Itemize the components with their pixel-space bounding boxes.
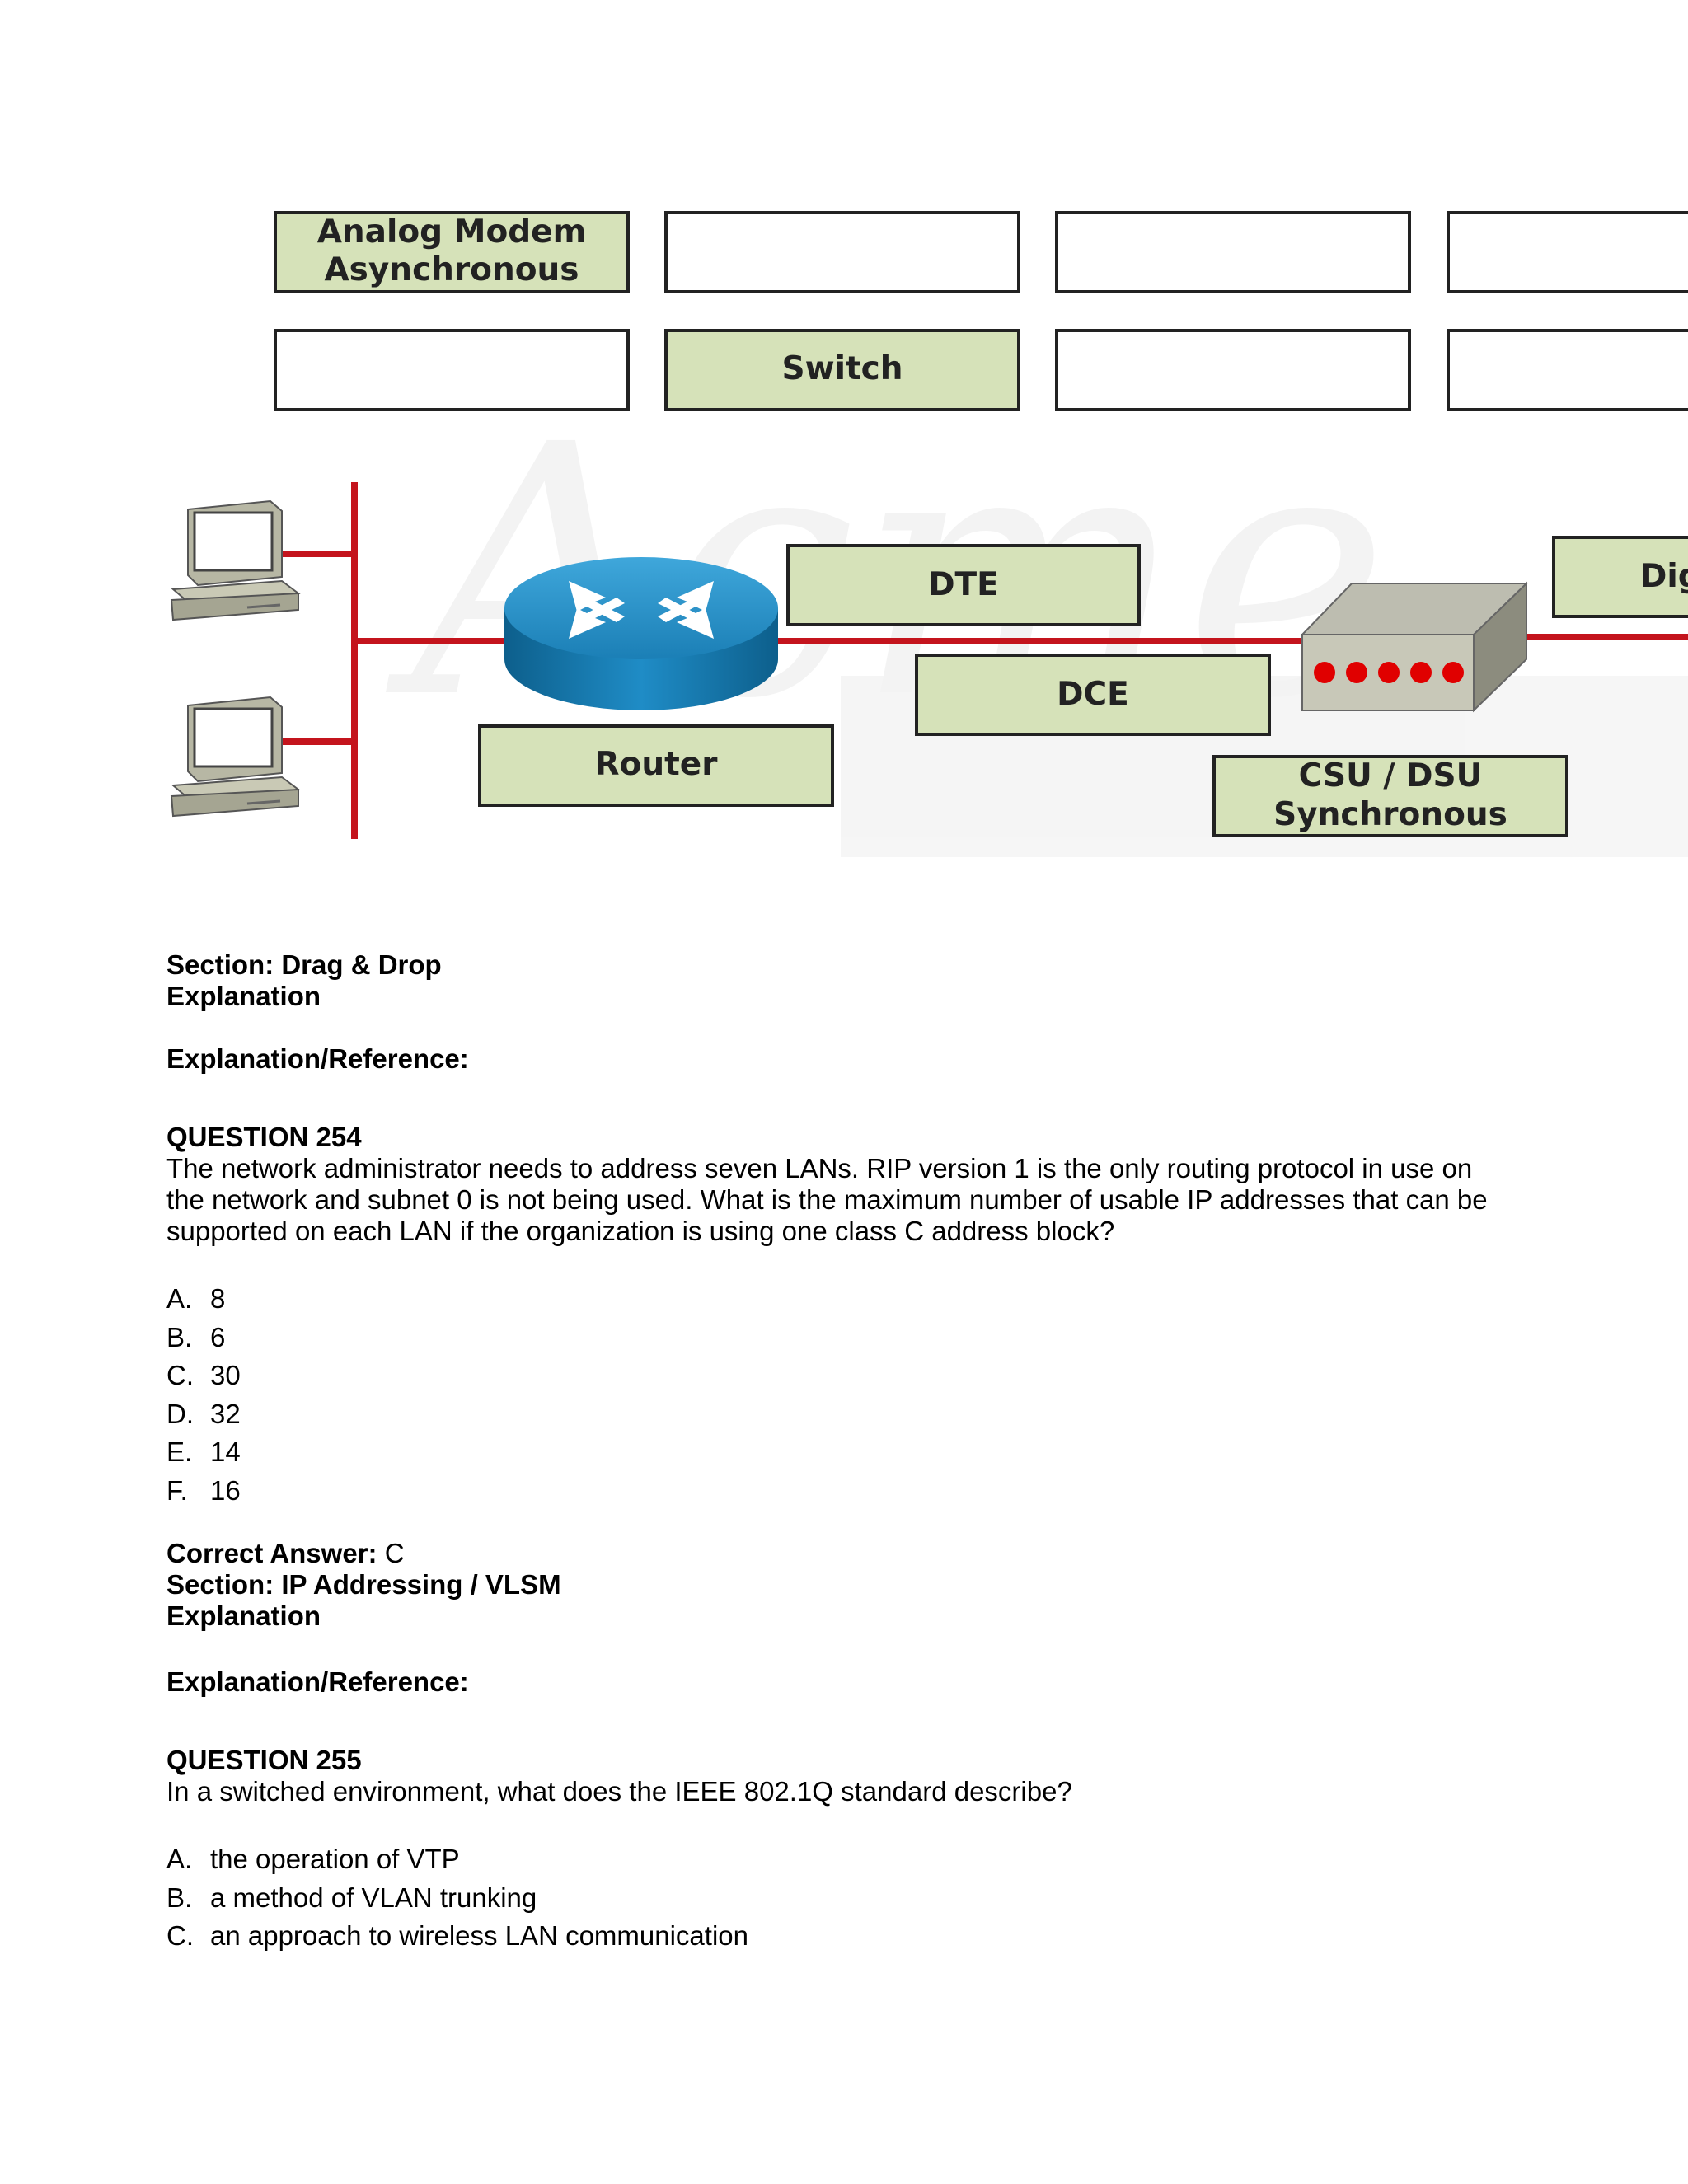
label-dce: DCE: [1057, 676, 1129, 713]
label-digital-partial: Dig: [1640, 558, 1688, 595]
drop-box-empty-2[interactable]: [1055, 211, 1411, 293]
label-box-dte[interactable]: DTE: [786, 544, 1141, 626]
answer-option[interactable]: F.16: [166, 1474, 241, 1506]
computer-icon: [170, 696, 301, 818]
answer-option[interactable]: C.30: [166, 1360, 241, 1390]
section-heading: Section: Drag & Drop: [166, 949, 442, 980]
drag-target-row-2: Switch: [274, 329, 1688, 411]
question-255: QUESTION 255 In a switched environment, …: [166, 1745, 1568, 1956]
reference-heading: Explanation/Reference:: [166, 1666, 469, 1697]
question-254: QUESTION 254 The network administrator n…: [166, 1122, 1568, 1698]
section-heading: Section: IP Addressing / VLSM: [166, 1569, 561, 1600]
drop-box-empty-1[interactable]: [664, 211, 1020, 293]
label-asynchronous: Asynchronous: [324, 251, 579, 288]
drop-box-empty-5[interactable]: [1055, 329, 1411, 411]
label-box-digital[interactable]: Dig: [1552, 536, 1688, 618]
answer-option[interactable]: C.an approach to wireless LAN communicat…: [166, 1920, 748, 1951]
drop-box-empty-6[interactable]: [1447, 329, 1688, 411]
answer-option[interactable]: D.32: [166, 1398, 241, 1429]
question-text-line: supported on each LAN if the organizatio…: [166, 1216, 1115, 1246]
question-text-line: In a switched environment, what does the…: [166, 1776, 1072, 1807]
network-links: [279, 482, 1688, 839]
reference-heading: Explanation/Reference:: [166, 1043, 469, 1074]
drop-box-empty-3[interactable]: [1447, 211, 1688, 293]
answer-option[interactable]: E.14: [166, 1436, 241, 1467]
label-dte: DTE: [928, 566, 999, 603]
answer-options: A.8 B.6 C.30 D.32 E.14 F.16: [166, 1280, 1568, 1510]
label-box-router[interactable]: Router: [478, 724, 834, 807]
label-box-dce[interactable]: DCE: [915, 654, 1271, 736]
drag-target-row-1: Analog Modem Asynchronous: [274, 211, 1688, 293]
explanation-heading: Explanation: [166, 1601, 321, 1631]
drop-box-switch[interactable]: [664, 329, 1020, 411]
document-body: Section: Drag & Drop Explanation Explana…: [166, 949, 1568, 1956]
label-box-csu-dsu[interactable]: CSU / DSU Synchronous: [1212, 755, 1568, 837]
drop-box-empty-4[interactable]: [274, 329, 630, 411]
label-router: Router: [595, 746, 719, 783]
label-synchronous: Synchronous: [1273, 796, 1507, 833]
label-switch: Switch: [781, 350, 903, 387]
label-analog-modem: Analog Modem: [317, 213, 587, 251]
question-title: QUESTION 254: [166, 1122, 362, 1152]
question-text-line: The network administrator needs to addre…: [166, 1153, 1473, 1183]
answer-option[interactable]: A.the operation of VTP: [166, 1844, 460, 1874]
csu-dsu-icon: [1300, 581, 1529, 713]
correct-answer: Correct Answer: C: [166, 1538, 405, 1568]
answer-options: A.the operation of VTP B.a method of VLA…: [166, 1840, 1568, 1956]
drop-box-analog-modem[interactable]: [274, 211, 630, 293]
question-title: QUESTION 255: [166, 1745, 362, 1775]
answer-option[interactable]: B.6: [166, 1321, 226, 1352]
question-text-line: the network and subnet 0 is not being us…: [166, 1184, 1488, 1215]
answer-option[interactable]: A.8: [166, 1283, 226, 1314]
explanation-heading: Explanation: [166, 981, 321, 1011]
router-icon: [504, 557, 778, 710]
network-diagram: Acme Analog Modem Asynchronous Switch: [170, 211, 1688, 857]
computer-icon: [170, 499, 301, 621]
label-csu-dsu: CSU / DSU: [1299, 757, 1483, 794]
answer-option[interactable]: B.a method of VLAN trunking: [166, 1882, 537, 1913]
